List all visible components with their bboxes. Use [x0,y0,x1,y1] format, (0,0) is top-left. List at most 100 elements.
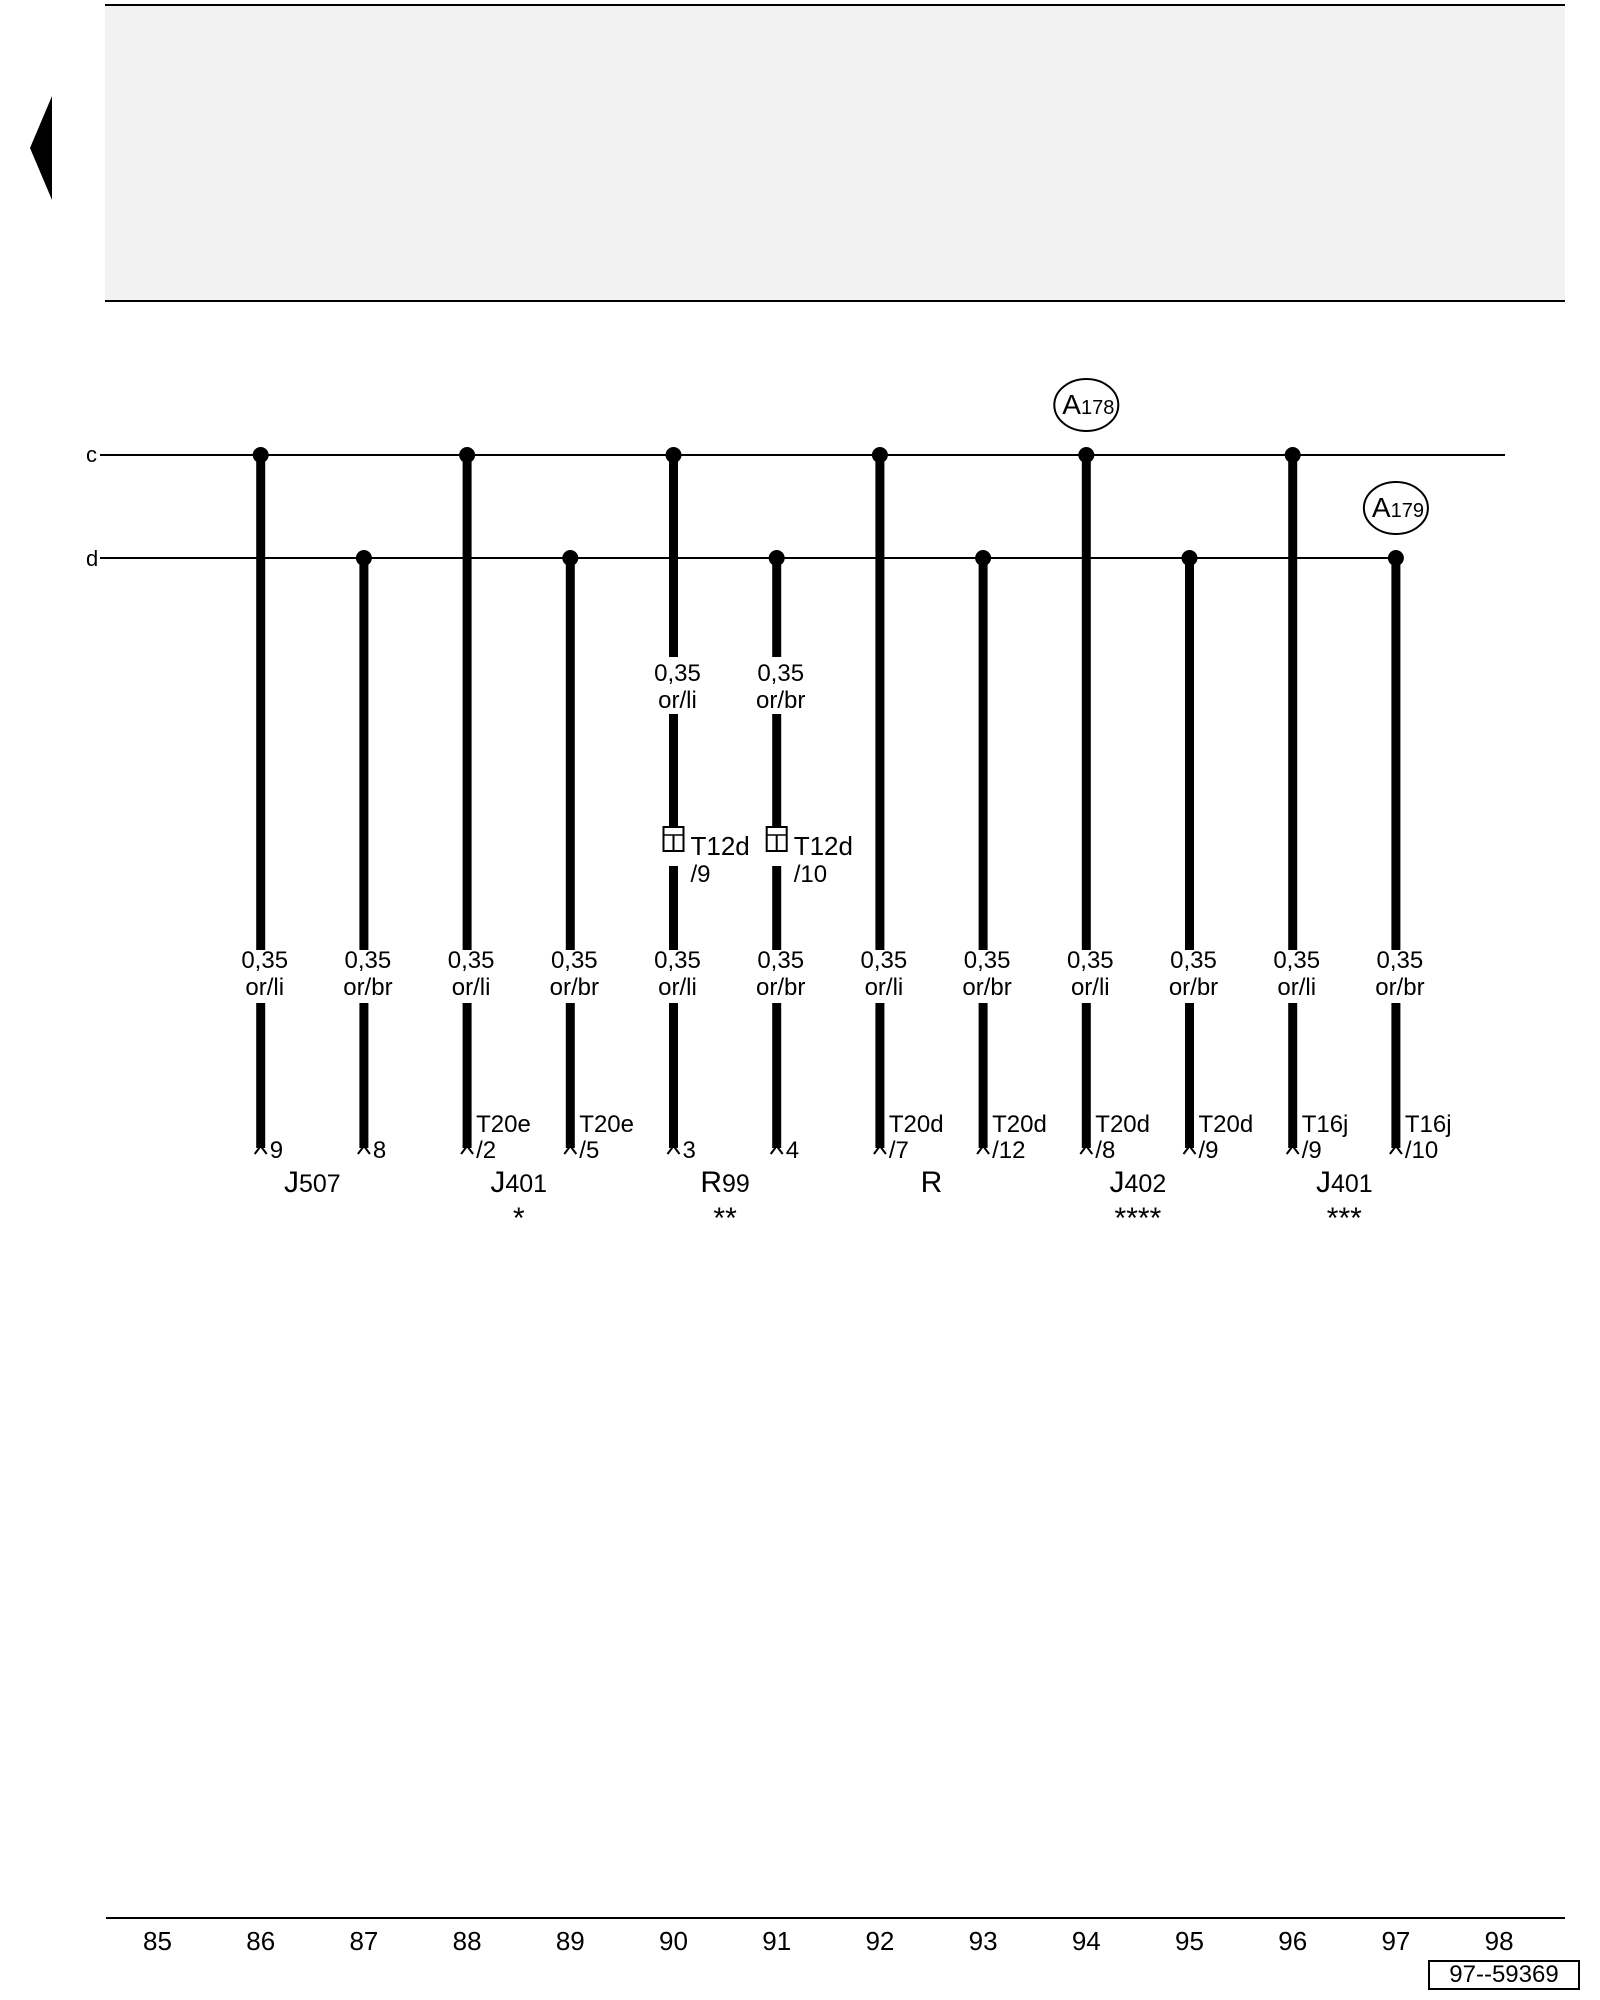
wire-color-label: or/br [1169,974,1218,1001]
terminal-connector-label: T20e [476,1111,531,1138]
column-number-93: 93 [969,1926,998,1956]
junction-dot [871,447,888,463]
wire-size-label: 0,35 [448,947,495,974]
ground-point-label: A178 [1062,389,1114,420]
component-label: J401 [1316,1166,1373,1199]
wire-color-label: or/li [1071,974,1110,1001]
wire-color-label: or/li [865,974,904,1001]
header-band [105,4,1565,302]
component-label: J507 [284,1166,341,1199]
terminal-connector-label: T16j [1405,1111,1452,1138]
junction-dot [1181,550,1198,566]
wire-upper-color-label: or/li [658,687,697,714]
terminal-pin-label: 9 [270,1137,283,1164]
terminal-arrow [1182,1144,1197,1155]
wire-size-label: 0,35 [1273,947,1320,974]
column-number-94: 94 [1072,1926,1101,1956]
wire-size-label: 0,35 [345,947,392,974]
junction-dot [1387,550,1404,566]
connector-pin-label: /9 [691,861,711,888]
column-number-95: 95 [1175,1926,1204,1956]
connector-name-label: T12d [691,831,750,861]
document-number: 97--59369 [1428,1960,1580,1990]
terminal-arrow [1285,1144,1300,1155]
junction-dot [252,447,269,463]
wire-size-label: 0,35 [551,947,598,974]
column-number-91: 91 [762,1926,791,1956]
terminal-pin-label: /9 [1199,1137,1219,1164]
component-J507: J507 [284,1166,341,1199]
terminal-pin-label: /2 [476,1137,496,1164]
component-note: *** [1327,1202,1362,1235]
terminal-arrow [769,1144,784,1155]
component-label: R [921,1166,943,1199]
wire-size-label: 0,35 [1067,947,1114,974]
terminal-arrow [666,1144,681,1155]
bus-label-d: d [86,546,98,571]
ground-point-A178: A178 [1053,378,1120,432]
terminal-pin-label: /9 [1302,1137,1322,1164]
column-number-92: 92 [865,1926,894,1956]
junction-dot [355,550,372,566]
components: J507 J401* R99** R J402**** J401*** [284,1166,1373,1235]
terminal-connector-label: T20e [579,1111,634,1138]
wire-color-label: or/li [452,974,491,1001]
bus-lines: c d [86,442,1505,571]
column-number-98: 98 [1485,1926,1514,1956]
ground-point-A179: A179 [1362,481,1429,535]
ground-point-circle [1053,378,1120,432]
component-R99: R99** [700,1166,749,1235]
terminal-arrow [563,1144,578,1155]
component-J402: J402**** [1110,1166,1167,1235]
wire-color-label: or/br [550,974,599,1001]
column-number-86: 86 [246,1926,275,1956]
terminal-arrow [1389,1144,1403,1155]
wire-color-label: or/br [343,974,392,1001]
terminal-arrow [1079,1144,1094,1155]
wire-color-label: or/li [1277,974,1316,1001]
component-label: J402 [1110,1166,1167,1199]
terminal-pin-label: 3 [683,1137,696,1164]
junction-dot [975,550,992,566]
terminal-arrow [460,1144,474,1155]
junction-dot [1078,447,1095,463]
wire-size-label: 0,35 [1170,947,1217,974]
component-label: R99 [700,1166,749,1199]
component-J401: J401* [490,1166,547,1235]
terminal-connector-label: T20d [1095,1111,1150,1138]
terminal-connector-label: T16j [1302,1111,1349,1138]
junction-dot [459,447,476,463]
terminal-pin-label: /12 [992,1137,1025,1164]
wire-upper-size-label: 0,35 [654,660,701,687]
wire-upper-color-label: or/br [756,687,805,714]
bus-label-c: c [86,442,97,467]
wire-color-label: or/li [658,974,697,1001]
component-note: **** [1115,1202,1162,1235]
terminal-pin-label: /5 [579,1137,599,1164]
column-number-90: 90 [659,1926,688,1956]
ground-point-circle [1362,481,1429,535]
terminal-arrow [357,1144,371,1155]
wire-color-label: or/br [756,974,805,1001]
column-number-89: 89 [556,1926,585,1956]
junction-dot [1284,447,1301,463]
terminal-pin-label: /10 [1405,1137,1438,1164]
wire-size-label: 0,35 [654,947,701,974]
wire-size-label: 0,35 [757,947,804,974]
back-arrow-icon[interactable] [30,96,52,200]
terminal-pin-label: 4 [786,1137,799,1164]
terminal-connector-label: T20d [889,1111,944,1138]
terminal-connector-label: T20d [992,1111,1047,1138]
connector-name-label: T12d [794,831,853,861]
component-note: * [513,1202,525,1235]
column-number-87: 87 [349,1926,378,1956]
